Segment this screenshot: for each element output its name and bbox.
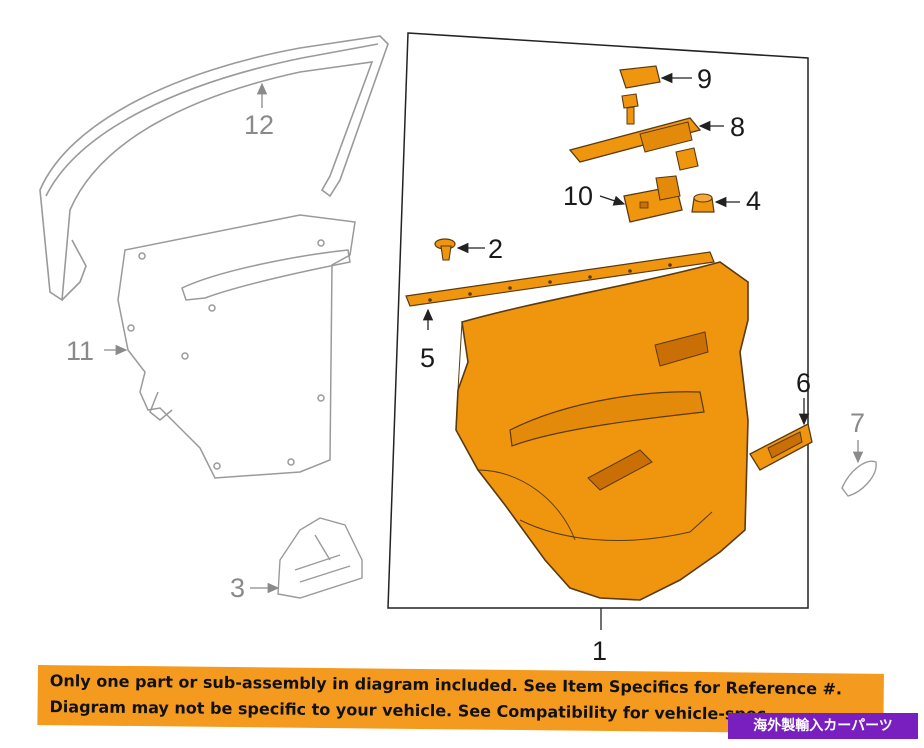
disclaimer-line-1: Only one part or sub-assembly in diagram… — [49, 671, 843, 699]
bolt-part-9 — [619, 65, 661, 125]
bracket-part — [277, 517, 363, 599]
disclaimer-line-2: Diagram may not be specific to your vehi… — [49, 697, 767, 724]
assembly-frame — [387, 32, 809, 609]
door-handle-part — [749, 423, 813, 471]
door-panel-ghost-part — [117, 214, 356, 479]
window-frame-part — [39, 35, 389, 302]
watermark-badge: 海外製輸入カーパーツ — [728, 713, 918, 739]
callout-12: 12 — [244, 110, 275, 140]
callout-10: 10 — [563, 181, 594, 211]
callout-6: 6 — [796, 368, 812, 398]
callout-5: 5 — [420, 343, 436, 373]
callout-9: 9 — [697, 64, 713, 94]
callout-3: 3 — [230, 573, 246, 603]
push-pin-part — [434, 238, 456, 261]
callout-2: 2 — [488, 234, 504, 264]
callout-1: 1 — [592, 636, 608, 666]
callout-7: 7 — [850, 408, 866, 438]
switch-bezel-part — [568, 117, 702, 171]
door-trim-panel-part — [455, 261, 749, 601]
switch-bracket-part — [623, 175, 683, 223]
callout-8: 8 — [730, 112, 746, 142]
deflector-strip-part — [405, 251, 715, 307]
cap-part-4 — [691, 193, 715, 213]
clip-part-7 — [841, 460, 877, 497]
callout-11: 11 — [66, 336, 95, 366]
callout-4: 4 — [746, 186, 762, 216]
callout-10-leader — [599, 195, 626, 206]
